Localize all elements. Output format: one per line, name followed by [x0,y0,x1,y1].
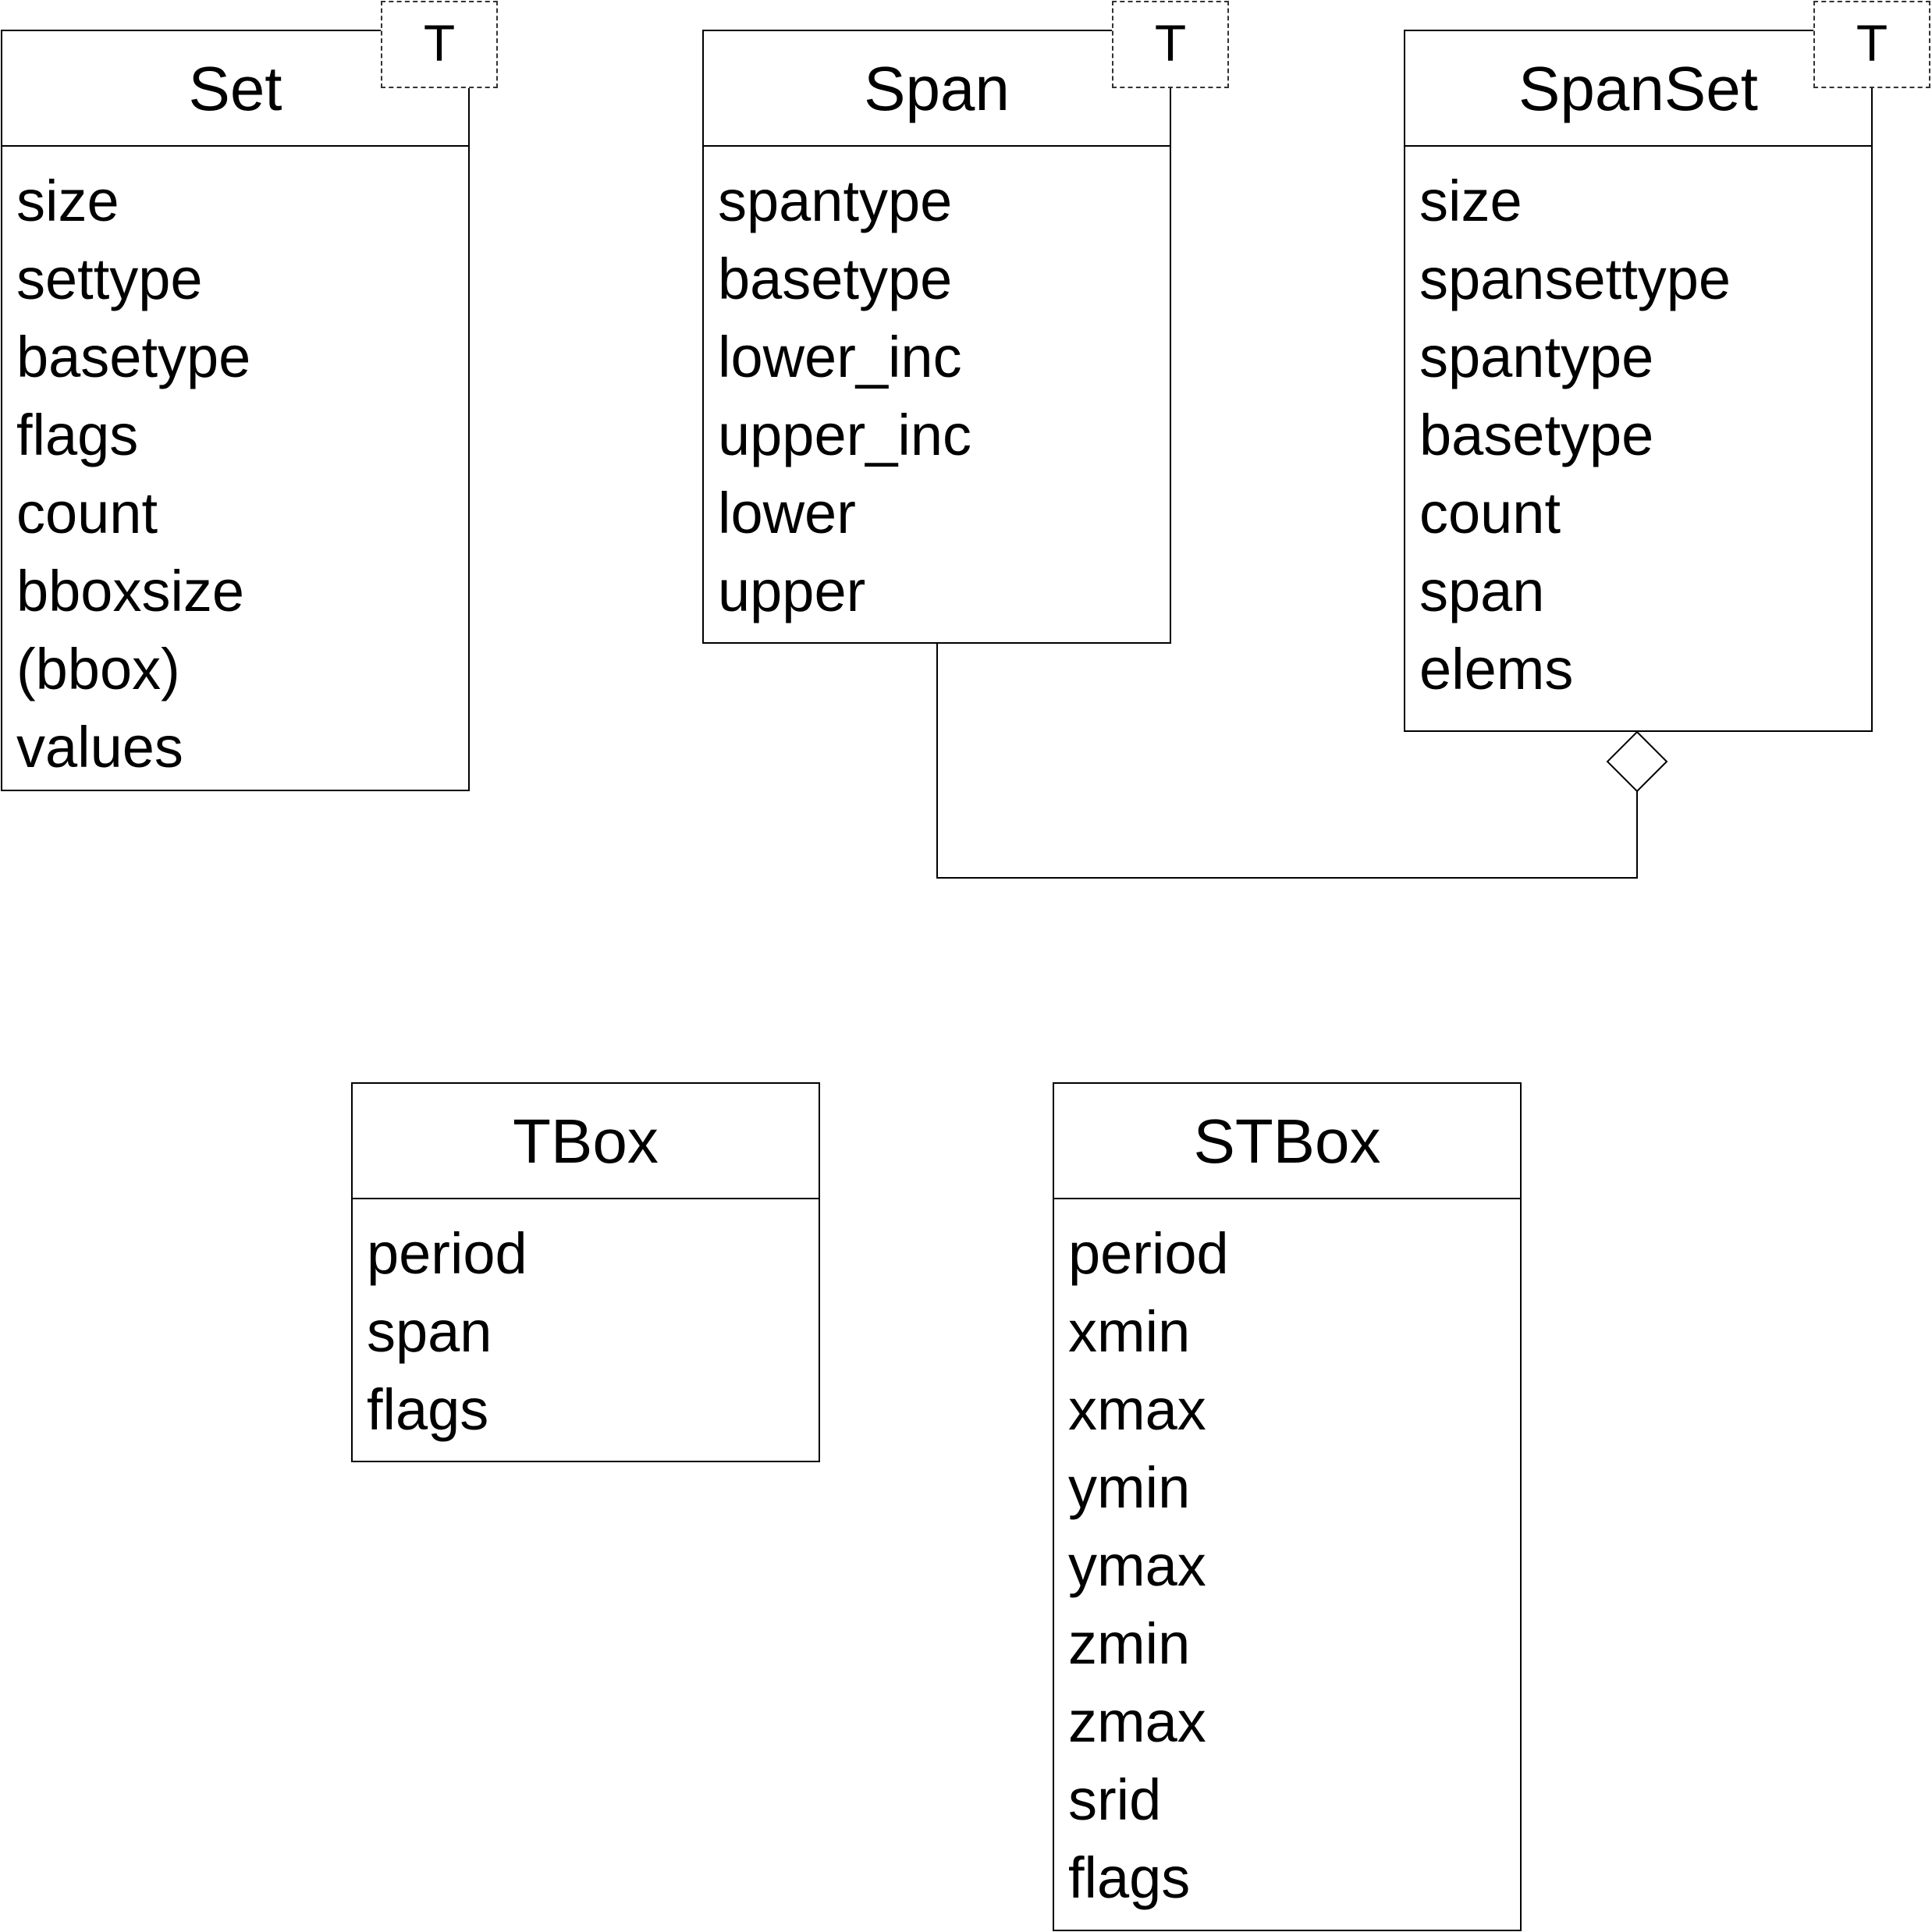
attribute: settype [16,247,203,311]
attribute: count [1419,481,1561,545]
attribute: flags [1068,1845,1191,1910]
attribute: flags [367,1377,489,1442]
attribute: span [367,1299,492,1364]
class-spanset: SpanSet size spansettype spantype basety… [1404,30,1873,732]
class-span-template-param: T [1112,1,1229,88]
attribute: spantype [1419,325,1654,389]
attribute: lower [718,481,856,545]
attribute: xmin [1068,1299,1191,1364]
attribute: lower_inc [718,325,962,389]
attribute: upper [718,559,866,623]
attribute: zmax [1068,1689,1206,1754]
attribute: srid [1068,1767,1162,1832]
class-stbox-name: STBox [1054,1084,1520,1199]
attribute: basetype [16,325,251,389]
class-tbox: TBox period span flags [351,1082,820,1462]
attribute: basetype [718,247,953,311]
class-spanset-attributes: size spansettype spantype basetype count… [1405,147,1871,709]
class-set-attributes: size settype basetype flags count bboxsi… [2,147,468,787]
attribute: span [1419,559,1545,623]
class-set: Set size settype basetype flags count bb… [1,30,470,791]
attribute: zmin [1068,1611,1191,1676]
class-span: Span spantype basetype lower_inc upper_i… [702,30,1171,644]
attribute: (bbox) [16,637,180,701]
attribute: count [16,481,158,545]
attribute: flags [16,403,139,467]
attribute: spansettype [1419,247,1731,311]
class-span-attributes: spantype basetype lower_inc upper_inc lo… [704,147,1170,630]
attribute: spantype [718,169,953,233]
class-stbox: STBox period xmin xmax ymin ymax zmin zm… [1053,1082,1522,1931]
class-tbox-name: TBox [353,1084,819,1199]
class-set-template-param: T [381,1,498,88]
class-spanset-name: SpanSet [1405,31,1871,147]
class-spanset-template-param: T [1813,1,1930,88]
class-set-name: Set [2,31,468,147]
attribute: bboxsize [16,559,245,623]
attribute: elems [1419,637,1574,701]
attribute: period [367,1221,527,1286]
attribute: ymax [1068,1533,1206,1598]
attribute: xmax [1068,1377,1206,1442]
class-stbox-attributes: period xmin xmax ymin ymax zmin zmax sri… [1054,1199,1520,1917]
class-span-name: Span [704,31,1170,147]
aggregation-diamond-icon [1606,730,1668,793]
attribute: ymin [1068,1455,1191,1520]
class-tbox-attributes: period span flags [353,1199,819,1449]
attribute: values [16,715,183,780]
aggregation-line-span-spanset [936,642,1638,879]
attribute: upper_inc [718,403,972,467]
attribute: size [16,169,119,233]
attribute: basetype [1419,403,1654,467]
attribute: period [1068,1221,1229,1286]
attribute: size [1419,169,1522,233]
